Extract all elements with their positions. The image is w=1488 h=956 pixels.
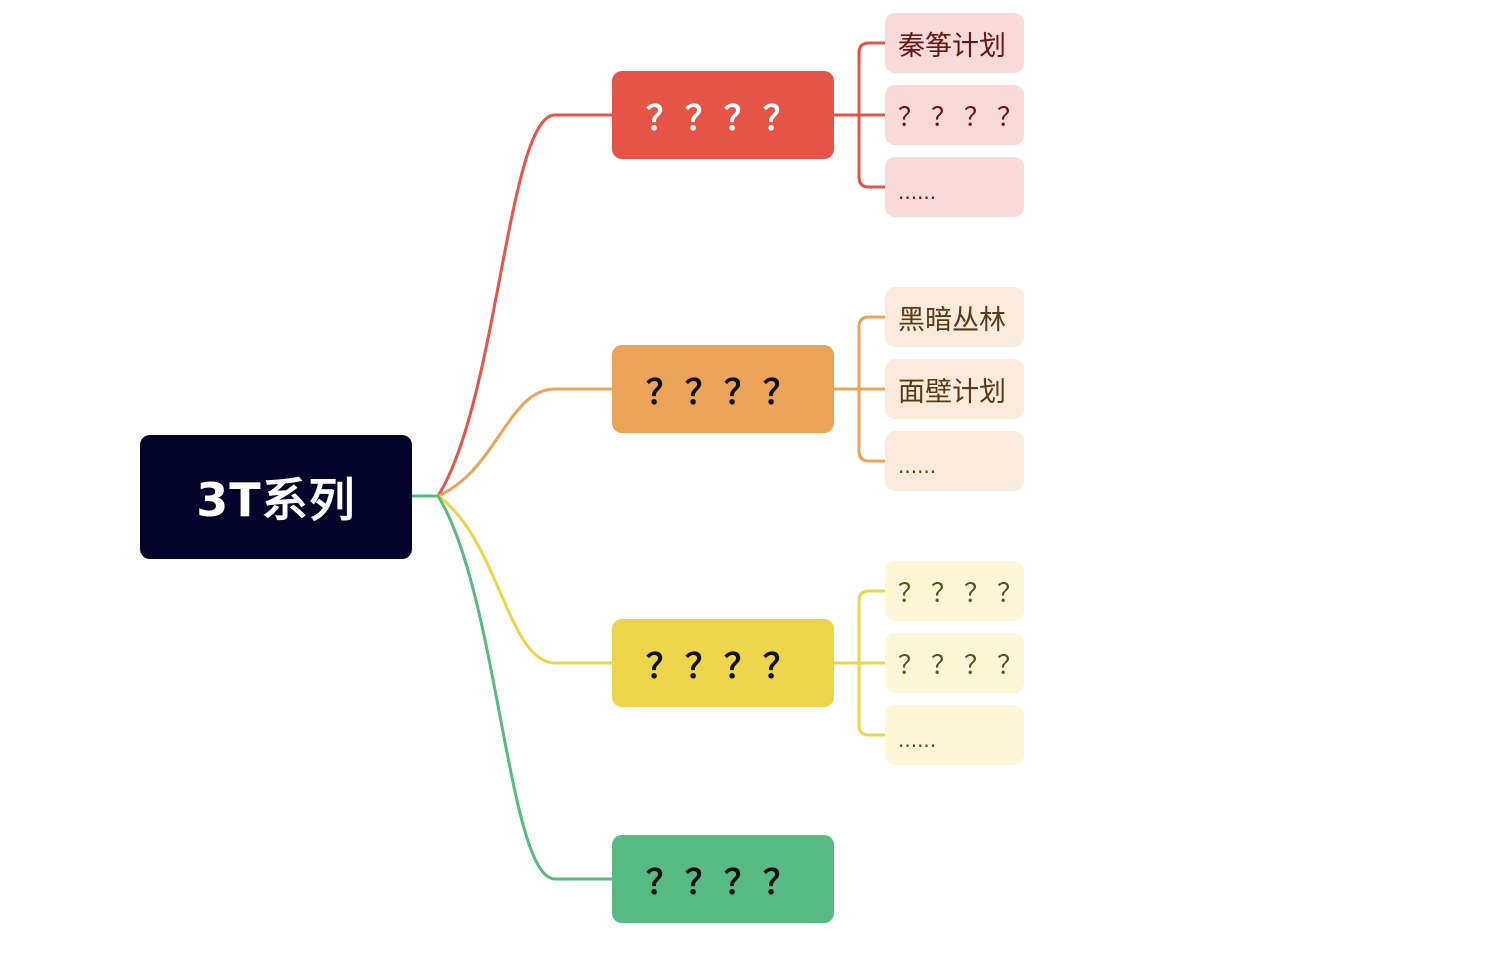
branch-node-4[interactable]: ？？？？ [612, 835, 834, 923]
branch-1-connector [436, 113, 614, 498]
branch-1-leaf-2[interactable]: ？？？？ [885, 85, 1024, 145]
branch-2-connector [436, 387, 614, 498]
branch-3-leaf-2[interactable]: ？？？？ [885, 633, 1024, 693]
root-node[interactable]: 3T系列 [140, 435, 412, 559]
branch-3-leaf-3[interactable]: ...... [885, 705, 1024, 765]
branch-4-connector [436, 494, 614, 881]
branch-node-2[interactable]: ？？？？ [612, 345, 834, 433]
branch-2-leaf-3[interactable]: ...... [885, 431, 1024, 491]
branch-1-leaf-1[interactable]: 秦筝计划 [885, 13, 1024, 73]
branch-2-leaf-2[interactable]: 面壁计划 [885, 359, 1024, 419]
branch-2-leaf-1[interactable]: 黑暗丛林 [885, 287, 1024, 347]
branch-1-leaf-3[interactable]: ...... [885, 157, 1024, 217]
branch-3-leaf-1[interactable]: ？？？？ [885, 561, 1024, 621]
branch-node-1[interactable]: ？？？？ [612, 71, 834, 159]
branch-node-3[interactable]: ？？？？ [612, 619, 834, 707]
branch-3-connector [436, 494, 614, 665]
